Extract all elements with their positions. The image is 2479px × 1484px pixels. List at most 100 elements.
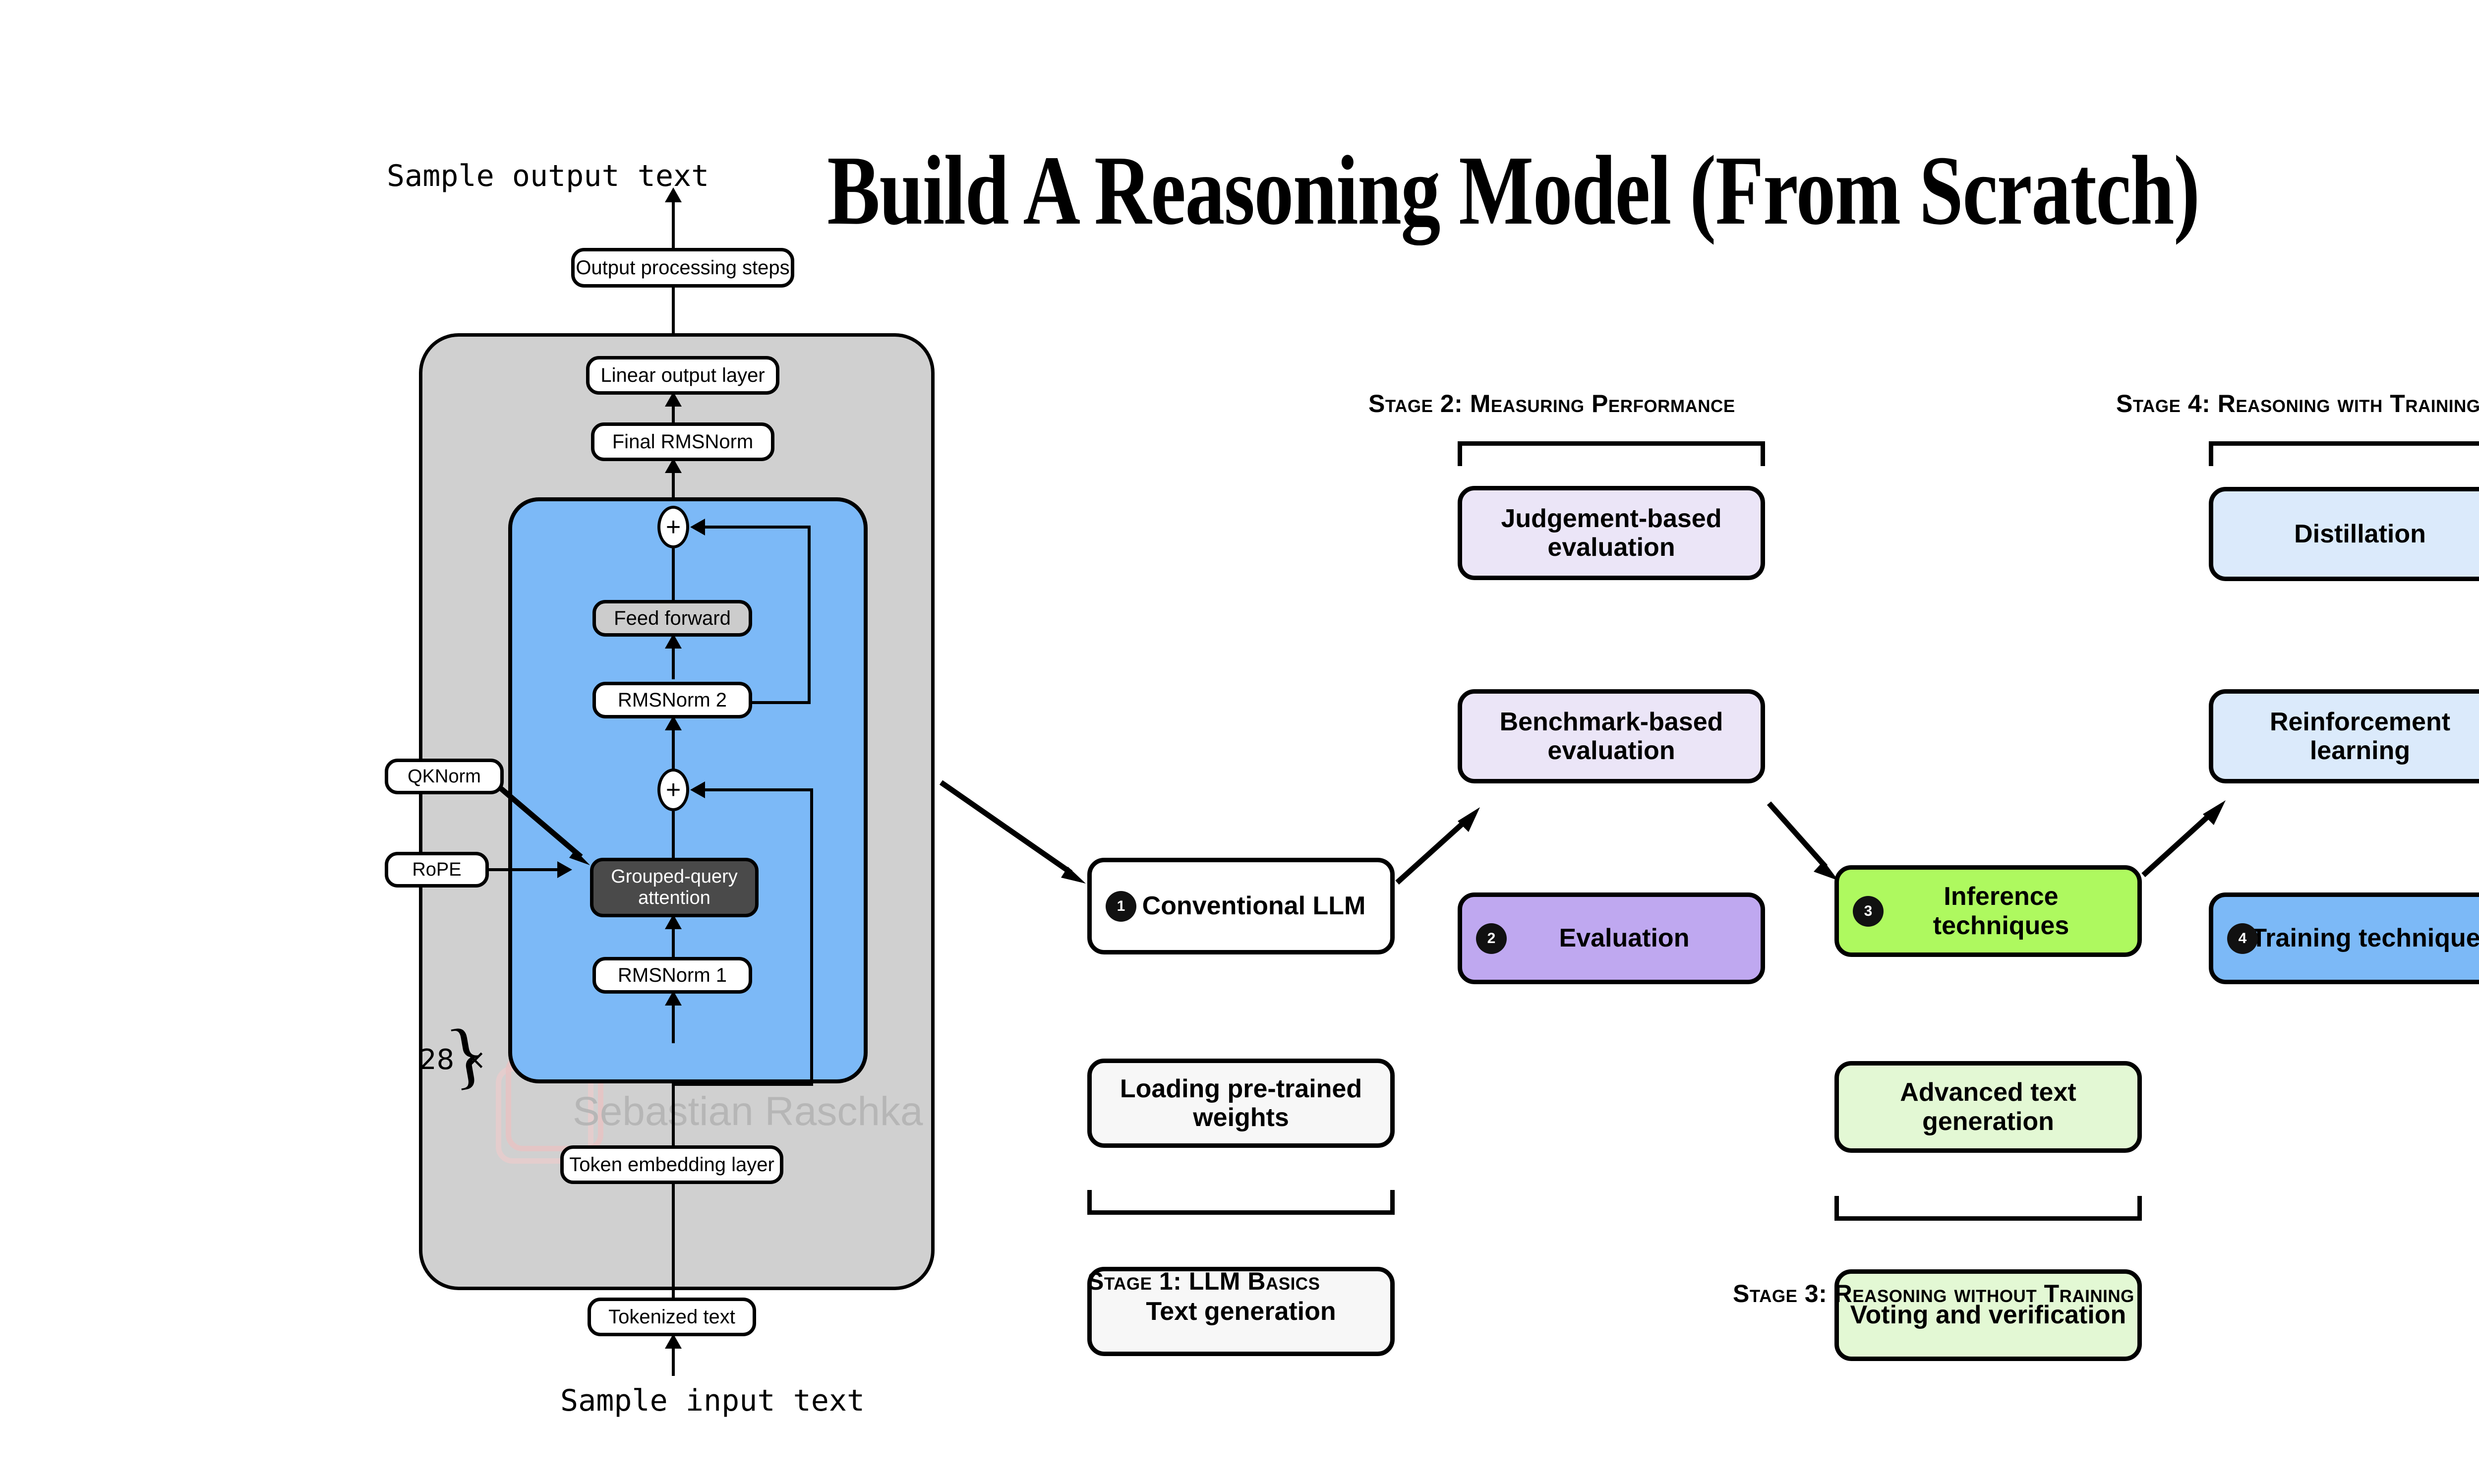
stage-1-bracket [1087, 1190, 1395, 1215]
card-label: Benchmark-based evaluation [1499, 707, 1723, 765]
node-label: RMSNorm 2 [617, 689, 727, 711]
watermark-text: Sebastian Raschka [573, 1089, 923, 1134]
card-label: Conventional LLM [1142, 891, 1366, 921]
line-rms2-to-ff [672, 637, 675, 679]
stage-1-group: 1 Conventional LLM Loading pre-trained w… [0, 0, 1395, 1356]
stage-badge: 4 [2227, 923, 2258, 954]
stage-badge: 1 [1106, 890, 1136, 922]
card-training-techniques[interactable]: 4 Training techniques [2209, 892, 2479, 984]
stage-4-group: Stage 4: Reasoning with Training Distill… [0, 0, 2479, 984]
plus-symbol: + [665, 775, 681, 804]
card-label: Judgement-based evaluation [1501, 504, 1722, 562]
arrow-shaft-final-rmsnorm [672, 461, 675, 507]
arrow-head-ff [665, 634, 682, 649]
arrow-head-rms1 [665, 991, 682, 1006]
card-advanced-text-generation[interactable]: Advanced text generation [1834, 1061, 2142, 1153]
card-label: Advanced text generation [1900, 1078, 2076, 1136]
card-label: Evaluation [1559, 924, 1690, 953]
node-qknorm: QKNorm [385, 759, 504, 794]
card-judgement-based-evaluation[interactable]: Judgement-based evaluation [1458, 486, 1765, 580]
node-rope: RoPE [385, 852, 489, 888]
rope-arrow [557, 861, 572, 878]
residual-add-1: + [657, 769, 689, 811]
line-embed-to-rms1 [672, 994, 675, 1043]
residual-arrow-1 [690, 781, 705, 798]
arrow-shaft-to-output-proc [672, 288, 675, 342]
node-label: RMSNorm 1 [617, 964, 727, 986]
card-label: Text generation [1146, 1297, 1336, 1326]
card-label: Loading pre-trained weights [1120, 1074, 1362, 1132]
arrow-head-attn [665, 914, 682, 929]
stage-2-bracket [1458, 441, 1765, 466]
card-inference-techniques[interactable]: 3 Inference techniques [1834, 865, 2142, 957]
node-linear-output-layer: Linear output layer [586, 356, 779, 395]
line-tokenized-to-embed [672, 1184, 675, 1303]
arrow-shaft-output [672, 198, 675, 253]
node-label: Output processing steps [576, 256, 790, 279]
card-voting-and-verification[interactable]: Voting and verification [1834, 1269, 2142, 1361]
node-label: Feed forward [614, 607, 731, 629]
node-grouped-query-attention: Grouped-query attention [590, 858, 759, 917]
card-text-generation[interactable]: Text generation [1087, 1267, 1395, 1356]
card-conventional-llm[interactable]: 1 Conventional LLM [1087, 858, 1395, 954]
node-token-embedding-layer: Token embedding layer [560, 1145, 783, 1184]
node-label: Tokenized text [608, 1306, 735, 1328]
connector-stage3-to-stage4 [2141, 800, 2226, 878]
node-rmsnorm-1: RMSNorm 1 [592, 957, 752, 994]
residual-line-1-h2 [672, 1083, 813, 1086]
line-attn-to-plus [672, 811, 675, 866]
node-tokenized-text: Tokenized text [588, 1298, 756, 1336]
node-rmsnorm-2: RMSNorm 2 [592, 682, 752, 718]
stage-1-header: Stage 1: LLM Basics [1087, 1267, 1320, 1295]
connector-stage1-to-stage2 [1395, 807, 1480, 885]
card-label: Training techniques [2251, 924, 2479, 953]
arrow-head-final-rmsnorm [665, 458, 682, 473]
connector-arch-to-stage1 [939, 780, 1086, 884]
stage-3-header: Stage 3: Reasoning without Training [1733, 1280, 2134, 1307]
stage-3-group: 3 Inference techniques Advanced text gen… [0, 0, 2142, 1361]
page-title: Build A Reasoning Model (From Scratch) [827, 136, 2200, 245]
node-label: RoPE [412, 859, 462, 880]
residual-line-1-h [697, 788, 813, 791]
card-reinforcement-learning[interactable]: Reinforcement learning [2209, 689, 2479, 783]
stage-badge: 2 [1476, 923, 1507, 954]
connector-stage2-to-stage3 [1767, 801, 1838, 881]
plus-symbol: + [665, 513, 681, 541]
arrow-head-input [665, 1334, 682, 1349]
arrow-shaft-linear [672, 395, 675, 434]
stage-2-header: Stage 2: Measuring Performance [1368, 390, 1735, 417]
arrow-head-linear [665, 392, 682, 407]
card-distillation[interactable]: Distillation [2209, 487, 2479, 581]
node-output-processing-steps: Output processing steps [571, 248, 794, 288]
line-ff-to-plus [672, 548, 675, 613]
line-rms1-to-attn [672, 917, 675, 963]
arrow-head-rms2 [665, 715, 682, 730]
card-evaluation[interactable]: 2 Evaluation [1458, 892, 1765, 984]
card-label: Distillation [2294, 519, 2426, 548]
card-benchmark-based-evaluation[interactable]: Benchmark-based evaluation [1458, 689, 1765, 783]
residual-add-2: + [657, 506, 689, 548]
card-label: Voting and verification [1850, 1301, 2126, 1330]
residual-line-2-h [697, 526, 811, 529]
arrow-head-output [665, 187, 682, 202]
card-label: Inference techniques [1933, 882, 2069, 940]
residual-line-1-v [810, 788, 813, 1086]
card-label: Reinforcement learning [2269, 707, 2451, 765]
node-label: Token embedding layer [569, 1153, 774, 1176]
repeat-count-label: 28 × [419, 1044, 486, 1076]
arrow-shaft-input [672, 1336, 675, 1376]
node-final-rmsnorm: Final RMSNorm [591, 422, 774, 461]
stage-3-bracket [1834, 1196, 2142, 1221]
node-feed-forward: Feed forward [592, 600, 752, 637]
node-label: Grouped-query attention [611, 866, 738, 908]
card-loading-pretrained-weights[interactable]: Loading pre-trained weights [1087, 1059, 1395, 1148]
stage-4-bracket [2209, 441, 2479, 466]
rope-line [489, 868, 558, 871]
node-label: Linear output layer [600, 364, 765, 386]
stage-2-group: Stage 2: Measuring Performance Judgement… [0, 0, 1765, 984]
qknorm-arrow [499, 786, 590, 865]
stage-badge: 3 [1853, 895, 1884, 927]
node-label: QKNorm [408, 766, 481, 787]
sample-output-text: Sample output text [387, 159, 709, 193]
